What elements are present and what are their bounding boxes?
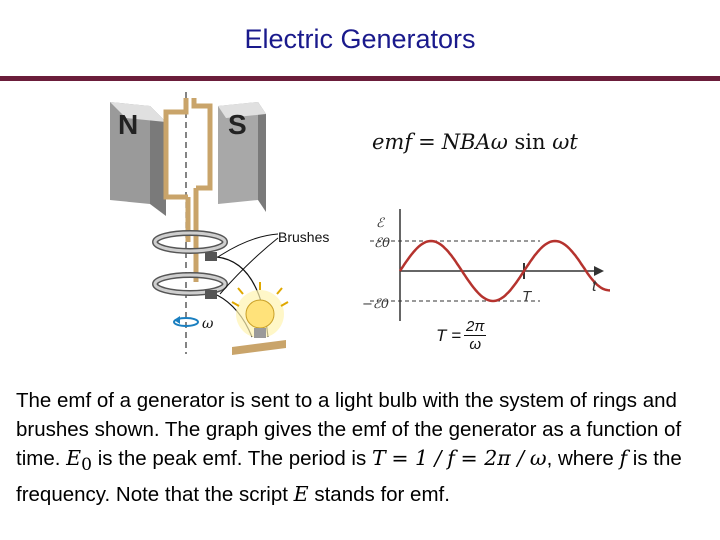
period-lhs: T = <box>436 325 462 345</box>
eq-f: f <box>447 446 455 470</box>
period-denominator: ω <box>469 336 482 353</box>
slip-rings <box>152 230 228 299</box>
x-axis-label: t <box>592 278 597 295</box>
north-magnet: N <box>110 102 166 216</box>
body-line5: stands for emf. <box>314 483 450 507</box>
formula-arg: ωt <box>552 130 578 154</box>
body-line3: , where <box>546 447 614 470</box>
peak-pos-label: ℰ0 <box>374 236 390 251</box>
omega-label: ω <box>202 316 214 332</box>
emf-curve <box>398 239 610 303</box>
rotation-arrow <box>173 316 199 327</box>
slide-title: Electric Generators <box>244 24 476 54</box>
script-e-symbol: E <box>293 482 309 507</box>
title-rule <box>0 76 720 81</box>
light-bulb <box>231 282 289 355</box>
eq-part1: = 1 / <box>391 446 442 470</box>
emf-graph: ℰ ℰ0 −ℰ0 t T <box>362 209 610 321</box>
period-numerator: 2π <box>464 318 487 336</box>
formula-equals: = <box>418 130 436 154</box>
body-paragraph: The emf of a generator is sent to a ligh… <box>16 386 706 509</box>
south-magnet: S <box>218 102 266 212</box>
period-formula: T = 2π ω <box>436 318 487 353</box>
period-label: T <box>522 288 533 305</box>
e0-letter: E <box>66 446 82 470</box>
y-axis-label: ℰ <box>376 216 385 231</box>
f-variable: f <box>619 446 628 470</box>
x-axis-arrow <box>594 266 604 276</box>
peak-neg-label: −ℰ0 <box>362 297 389 312</box>
wire-loop <box>163 98 213 282</box>
e0-subscript: 0 <box>81 455 92 476</box>
north-label: N <box>118 109 138 140</box>
body-line1: The emf of a generator is sent to a ligh… <box>16 389 682 470</box>
period-fraction: 2π ω <box>464 318 487 353</box>
generator-illustration: N S Brushes <box>110 92 329 355</box>
e0-symbol: E0 <box>66 446 92 475</box>
formula-sin: sin <box>514 130 546 154</box>
body-line4: is the frequency. Note that the script <box>16 447 682 507</box>
south-label: S <box>228 109 247 140</box>
eq-T: T <box>371 446 386 470</box>
emf-formula: emf=NBAω sin ωt <box>372 130 578 154</box>
eq-part2: = 2π / <box>460 446 525 470</box>
formula-rhs: NBAω <box>441 130 508 154</box>
eq-omega: ω <box>529 446 547 470</box>
formula-lhs: emf <box>372 130 413 154</box>
brushes-label: Brushes <box>278 229 329 245</box>
body-line2: is the peak emf. The period is <box>97 447 367 470</box>
